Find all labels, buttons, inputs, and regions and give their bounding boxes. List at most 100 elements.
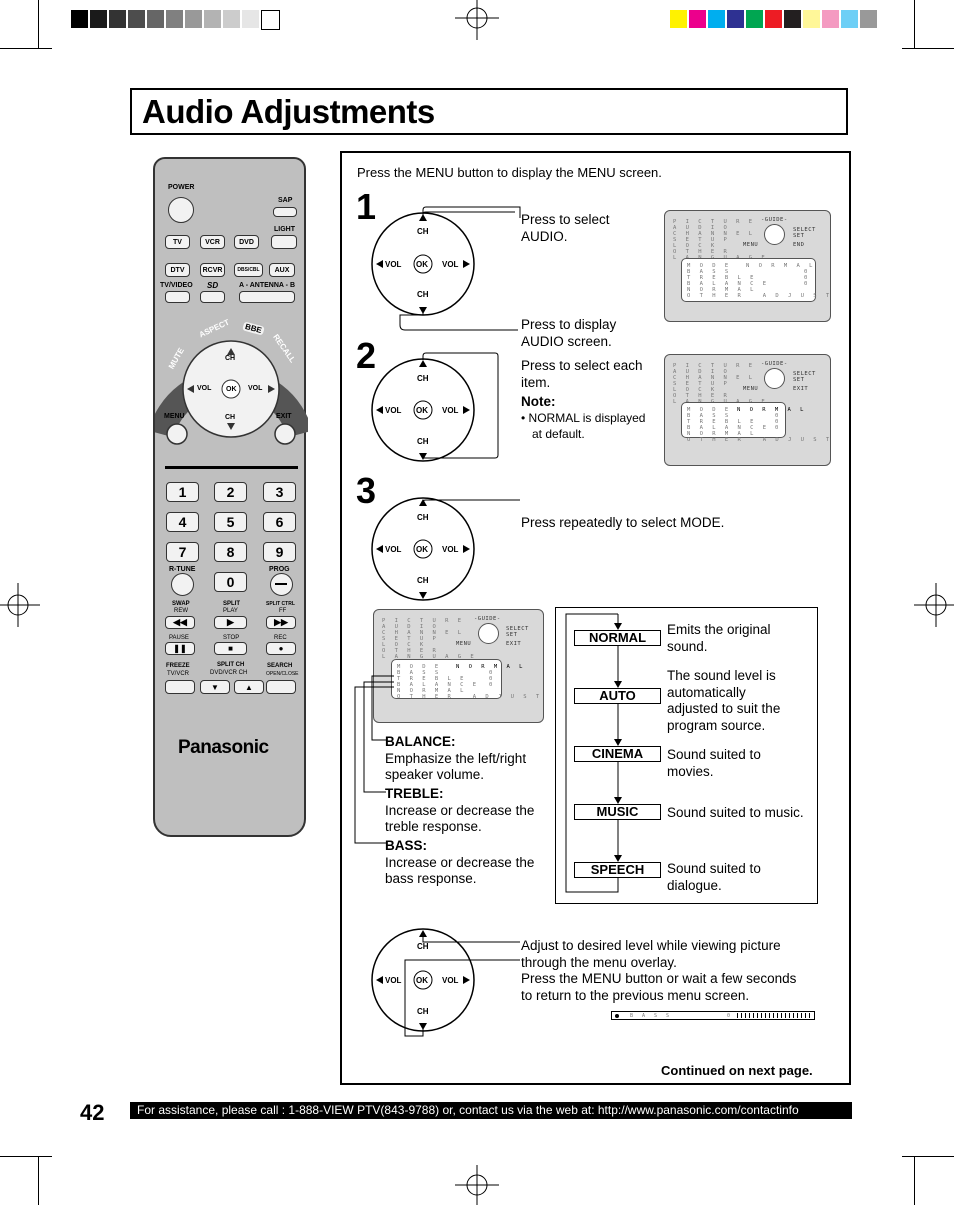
number-9-button[interactable]: 9 (263, 542, 296, 562)
crop-mark (902, 48, 954, 49)
prog-button[interactable] (270, 573, 293, 596)
crop-mark (0, 1156, 52, 1157)
svg-text:VOL: VOL (385, 406, 402, 415)
menu-key-label: MENU (743, 242, 759, 248)
sap-button[interactable] (273, 207, 297, 217)
power-button[interactable] (168, 197, 194, 223)
menu-key-label: MENU (743, 386, 759, 392)
guide-label: -GUIDE- (474, 616, 501, 622)
menu-key-label: MENU (456, 641, 472, 647)
aux-button[interactable]: AUX (269, 263, 295, 277)
gray-swatch (242, 10, 259, 28)
vcr-button[interactable]: VCR (200, 235, 225, 249)
rcvr-button[interactable]: RCVR (200, 263, 225, 277)
normal-value: N O R M A L (456, 664, 526, 670)
menu-screen-1: P I C T U R E A U D I O C H A N N E L S … (664, 210, 831, 322)
number-0-button[interactable]: 0 (214, 572, 247, 592)
antenna-label: A - ANTENNA - B (239, 282, 295, 289)
zero-values: 0 0 0 (775, 413, 782, 431)
play-label: PLAY (223, 608, 238, 614)
svg-text:VOL: VOL (442, 545, 459, 554)
svg-text:VOL: VOL (442, 976, 459, 985)
svg-text:OK: OK (416, 545, 428, 554)
number-3-button[interactable]: 3 (263, 482, 296, 502)
pause-label: PAUSE (169, 635, 189, 641)
rewind-button[interactable]: ◀◀ (165, 616, 195, 629)
dvd-button[interactable]: DVD (234, 235, 259, 249)
audio-submenu: M O D E B A S S T R E B L E B A L A N C … (681, 402, 829, 443)
stop-button[interactable]: ■ (214, 642, 247, 655)
mode-auto-description: adjusted to suit the (667, 701, 781, 716)
tv-button[interactable]: TV (165, 235, 190, 249)
freeze-label: FREEZE (166, 663, 190, 669)
crop-mark (914, 1156, 915, 1205)
split-ch-label: SPLIT CH (217, 662, 245, 668)
search-button[interactable] (266, 680, 296, 694)
r-tune-button[interactable] (171, 573, 194, 596)
sd-button[interactable] (200, 291, 225, 303)
balance-text-2: speaker volume. (385, 767, 485, 782)
number-2-button[interactable]: 2 (214, 482, 247, 502)
search-label: SEARCH (267, 663, 293, 669)
crop-mark (38, 0, 39, 48)
bass-label: BASS: (385, 838, 428, 853)
number-6-button[interactable]: 6 (263, 512, 296, 532)
split-ch-down-button[interactable]: ▼ (200, 680, 230, 694)
prog-label: PROG (269, 566, 290, 573)
mode-cycle-box (555, 607, 818, 904)
svg-text:CH: CH (417, 942, 429, 951)
freeze-button[interactable] (165, 680, 195, 694)
color-swatch (689, 10, 706, 28)
play-button[interactable]: ▶ (214, 616, 247, 629)
mode-cinema-box: CINEMA (574, 746, 661, 762)
power-label: POWER (168, 184, 195, 191)
mode-speech-box: SPEECH (574, 862, 661, 878)
mode-music-box: MUSIC (574, 804, 661, 820)
pause-button[interactable]: ❚❚ (165, 642, 195, 655)
bass-tick-scale (737, 1013, 813, 1018)
registration-mark-right (914, 583, 954, 627)
gray-swatch (128, 10, 145, 28)
split-ch-up-button[interactable]: ▲ (234, 680, 264, 694)
crop-mark (914, 0, 915, 48)
guide-dpad-icon (478, 623, 499, 644)
set-label: SET (793, 377, 805, 383)
number-5-button[interactable]: 5 (214, 512, 247, 532)
ok-button[interactable]: OK (226, 386, 237, 393)
dbs-cbl-button[interactable]: DBS/CBL (234, 263, 263, 277)
gray-swatch (109, 10, 126, 28)
dtv-button[interactable]: DTV (165, 263, 190, 277)
fast-forward-button[interactable]: ▶▶ (266, 616, 296, 629)
registration-mark-top (455, 0, 499, 40)
number-7-button[interactable]: 7 (166, 542, 199, 562)
rew-label: REW (174, 608, 188, 614)
remote-control: POWER SAP LIGHT TV VCR DVD DTV RCVR DBS/… (153, 157, 308, 837)
light-button[interactable] (271, 235, 297, 249)
number-1-button[interactable]: 1 (166, 482, 199, 502)
item-callout-lines (354, 675, 394, 844)
tv-video-button[interactable] (165, 291, 190, 303)
guide-label: -GUIDE- (761, 217, 788, 223)
bass-level-bar: B A S S 0 (611, 1011, 815, 1020)
dvd-vcr-ch-label: DVD/VCR CH (210, 670, 248, 676)
vol-left-label: VOL (197, 385, 212, 392)
sap-label: SAP (278, 197, 293, 204)
divider (165, 466, 298, 469)
rec-button[interactable]: ● (266, 642, 296, 655)
intro-text: Press the MENU button to display the MEN… (357, 165, 662, 180)
gray-swatch (185, 10, 202, 28)
step-3-number: 3 (356, 470, 377, 511)
select-label: SELECT (793, 227, 816, 233)
color-swatch (841, 10, 858, 28)
registration-mark-bottom (455, 1165, 499, 1205)
guide-dpad-icon (764, 224, 785, 245)
antenna-button[interactable] (239, 291, 295, 303)
treble-label: TREBLE: (385, 786, 444, 801)
svg-text:CH: CH (417, 437, 429, 446)
number-8-button[interactable]: 8 (214, 542, 247, 562)
end-label: END (793, 242, 805, 248)
step-2-number: 2 (356, 335, 377, 376)
gray-swatch (147, 10, 164, 28)
number-4-button[interactable]: 4 (166, 512, 199, 532)
svg-text:VOL: VOL (442, 260, 459, 269)
